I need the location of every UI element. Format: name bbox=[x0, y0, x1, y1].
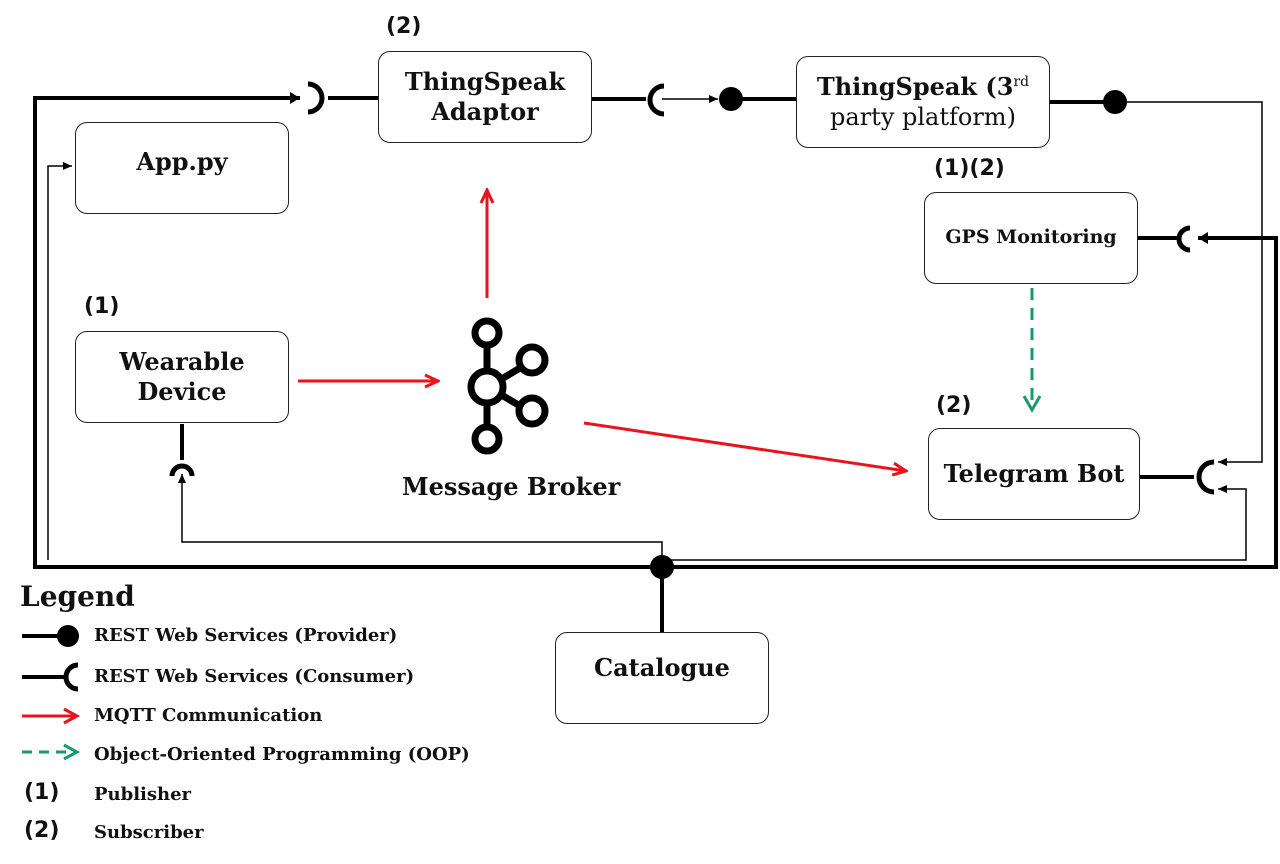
telegram-bot-node[interactable]: Telegram Bot bbox=[928, 428, 1140, 520]
legend-oop-symbol bbox=[22, 743, 81, 761]
legend-mqtt-symbol bbox=[22, 707, 81, 725]
thingspeak-adaptor-label: ThingSpeak Adaptor bbox=[404, 67, 566, 126]
thingspeak-platform-label: ThingSpeak (3rd party platform) bbox=[817, 72, 1029, 132]
legend-publisher-number: (1) bbox=[24, 780, 60, 805]
catalogue-provider-icon bbox=[650, 555, 674, 579]
gps-monitoring-label: GPS Monitoring bbox=[945, 226, 1117, 249]
message-broker-label: Message Broker bbox=[402, 472, 621, 501]
adaptor-thingspeak-socket-icon bbox=[647, 83, 665, 117]
catalogue-label: Catalogue bbox=[594, 653, 730, 682]
thingspeak-platform-sup: rd bbox=[1013, 74, 1030, 90]
thingspeak-platform-node[interactable]: ThingSpeak (3rd party platform) bbox=[796, 56, 1050, 148]
telegram-bot-label: Telegram Bot bbox=[943, 459, 1125, 488]
thingspeak-adaptor-node[interactable]: ThingSpeak Adaptor bbox=[378, 51, 592, 143]
gps-monitoring-node[interactable]: GPS Monitoring bbox=[924, 192, 1138, 284]
legend-consumer-symbol bbox=[22, 662, 79, 692]
wearable-consumer-socket-icon bbox=[169, 463, 195, 477]
wearable-device-label: Wearable Device bbox=[119, 347, 245, 406]
telegram-consumer-socket-icon bbox=[1196, 459, 1215, 495]
legend-mqtt-text: MQTT Communication bbox=[94, 705, 323, 726]
thingspeak-provider-left-icon bbox=[719, 87, 743, 111]
telegram-role-tag: (2) bbox=[936, 393, 972, 418]
legend-consumer-text: REST Web Services (Consumer) bbox=[94, 666, 415, 687]
catalogue-node[interactable]: Catalogue bbox=[555, 632, 769, 724]
gps-consumer-socket-icon bbox=[1176, 225, 1191, 253]
legend-provider-symbol bbox=[22, 625, 79, 647]
adaptor-role-tag: (2) bbox=[386, 14, 422, 39]
thingspeak-platform-label-a: ThingSpeak (3 bbox=[816, 72, 1014, 101]
kafka-broker-icon bbox=[467, 317, 549, 455]
legend-publisher-text: Publisher bbox=[94, 784, 192, 805]
thingspeak-provider-right-icon bbox=[1103, 90, 1127, 114]
app-node[interactable]: App.py bbox=[75, 122, 289, 214]
legend-subscriber-text: Subscriber bbox=[94, 822, 204, 843]
legend-subscriber-number: (2) bbox=[24, 818, 60, 843]
thingspeak-platform-label-b: party platform) bbox=[830, 103, 1016, 131]
legend-oop-text: Object-Oriented Programming (OOP) bbox=[94, 744, 470, 765]
legend-title: Legend bbox=[20, 580, 135, 613]
wearable-device-node[interactable]: Wearable Device bbox=[75, 331, 289, 423]
app-label: App.py bbox=[136, 147, 228, 176]
gps-role-tag: (1)(2) bbox=[934, 156, 1005, 181]
wearable-role-tag: (1) bbox=[84, 294, 120, 319]
legend-provider-text: REST Web Services (Provider) bbox=[94, 625, 398, 646]
mqtt-broker-to-telegram bbox=[583, 421, 906, 471]
adaptor-consumer-socket-icon bbox=[307, 81, 325, 115]
